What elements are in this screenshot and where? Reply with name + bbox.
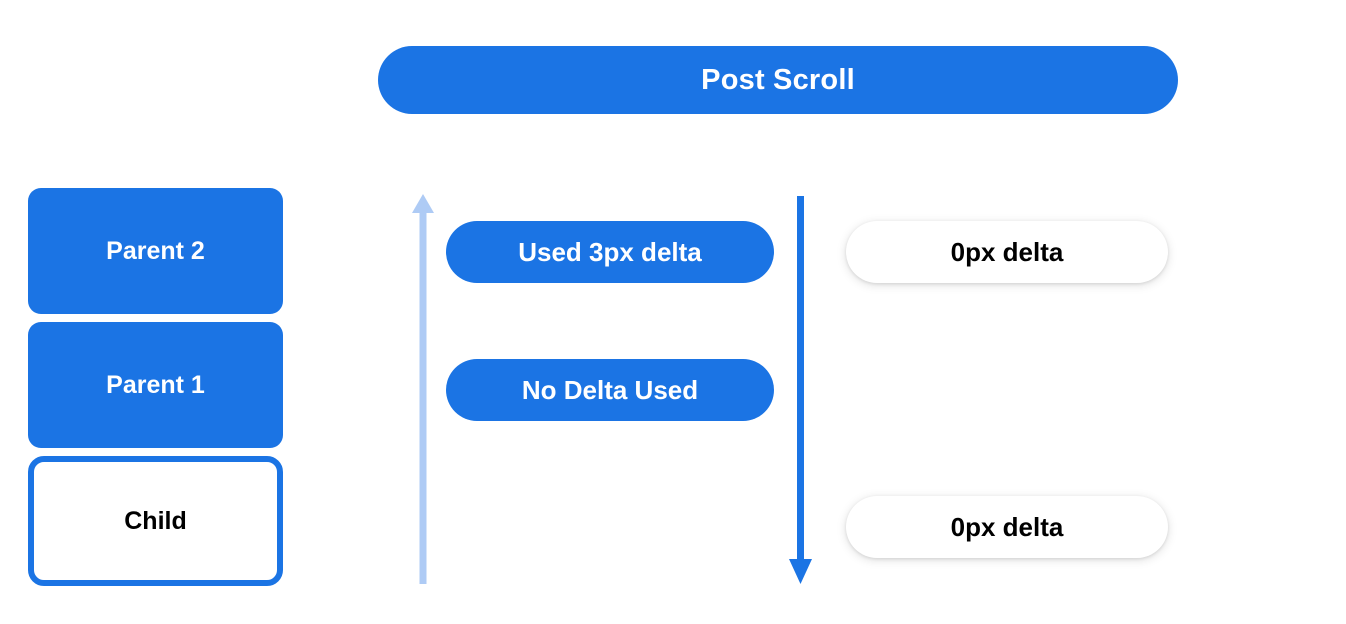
center-pill-no-delta: No Delta Used: [446, 359, 774, 421]
header-pill: Post Scroll: [378, 46, 1178, 114]
stack-box-child: Child: [28, 456, 283, 586]
stack-box-label: Parent 1: [106, 370, 205, 399]
scroll-down-arrow-icon: [789, 196, 812, 584]
stack-box-label: Parent 2: [106, 236, 205, 265]
center-pill-used-delta: Used 3px delta: [446, 221, 774, 283]
stack-box-label: Child: [124, 506, 187, 535]
center-pill-label: No Delta Used: [521, 375, 699, 405]
scroll-up-arrow-icon: [412, 194, 434, 584]
stack-box-parent-2: Parent 2: [28, 188, 283, 314]
right-pill-delta-bottom: 0px delta: [846, 496, 1168, 558]
node-stack: Parent 2 Parent 1 Child: [28, 188, 283, 586]
stack-box-parent-1: Parent 1: [28, 322, 283, 448]
center-pill-label: Used 3px delta: [518, 237, 702, 267]
right-pill-delta-top: 0px delta: [846, 221, 1168, 283]
header-title: Post Scroll: [701, 63, 855, 96]
right-pill-label: 0px delta: [950, 237, 1064, 267]
right-pill-label: 0px delta: [950, 512, 1064, 542]
